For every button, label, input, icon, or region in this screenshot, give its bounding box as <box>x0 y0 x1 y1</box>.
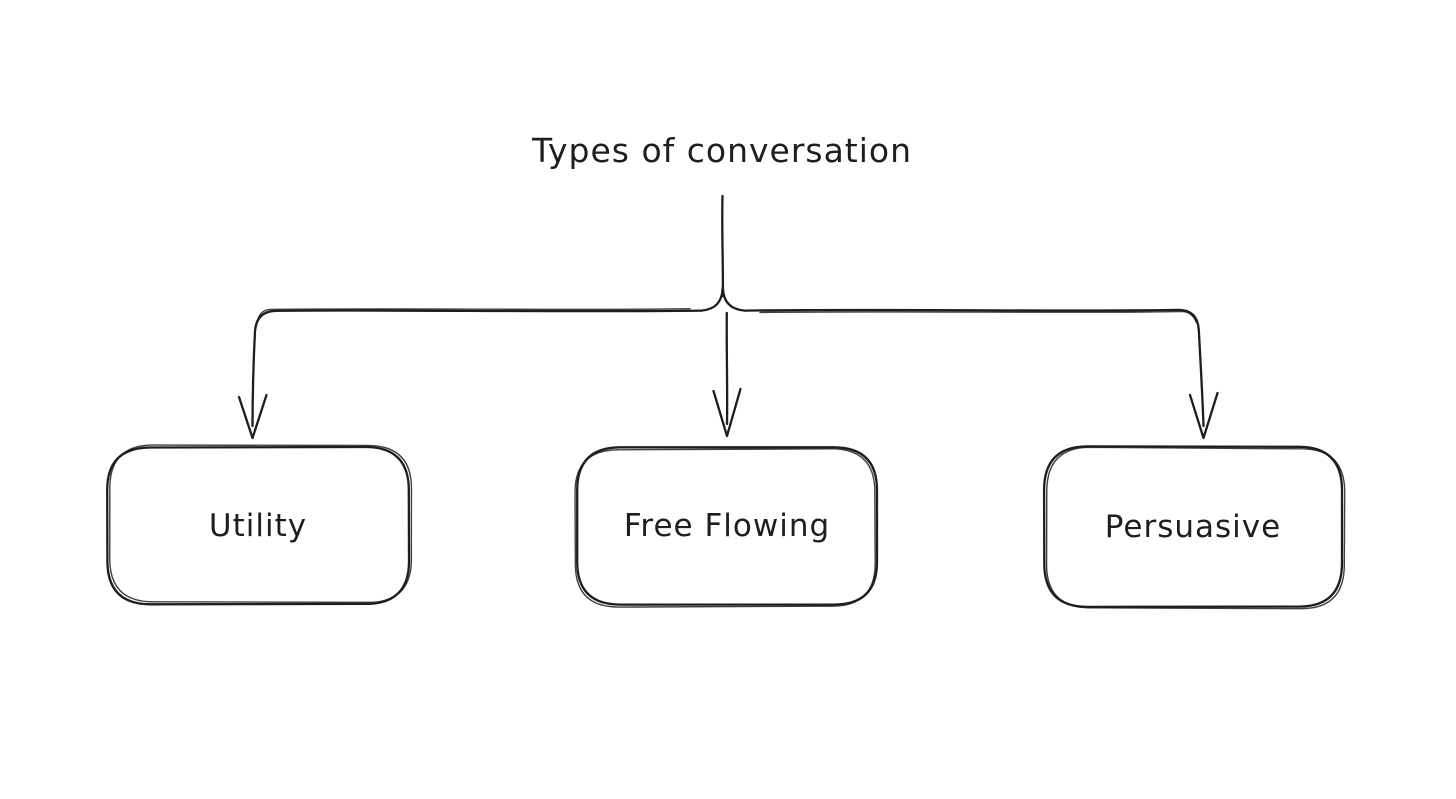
arrowhead-icon <box>237 393 268 440</box>
arrow-to-free-flowing <box>712 311 742 438</box>
arrowhead-icon <box>712 387 742 438</box>
node-utility-outline <box>106 444 413 606</box>
node-persuasive: Persuasive <box>1044 446 1342 607</box>
node-persuasive-label: Persuasive <box>1104 508 1282 545</box>
diagram-title: Types of conversation <box>531 131 913 170</box>
edge-stem <box>699 194 747 312</box>
arrow-to-utility <box>237 308 704 440</box>
node-utility: Utility <box>107 447 409 604</box>
node-free-flowing-label: Free Flowing <box>623 508 831 544</box>
node-persuasive-outline <box>1042 445 1346 610</box>
node-free-flowing: Free Flowing <box>577 447 877 605</box>
node-free-flowing-outline <box>574 446 879 608</box>
arrowhead-icon <box>1188 391 1219 440</box>
arrow-to-persuasive <box>743 308 1219 440</box>
node-utility-label: Utility <box>208 507 308 544</box>
